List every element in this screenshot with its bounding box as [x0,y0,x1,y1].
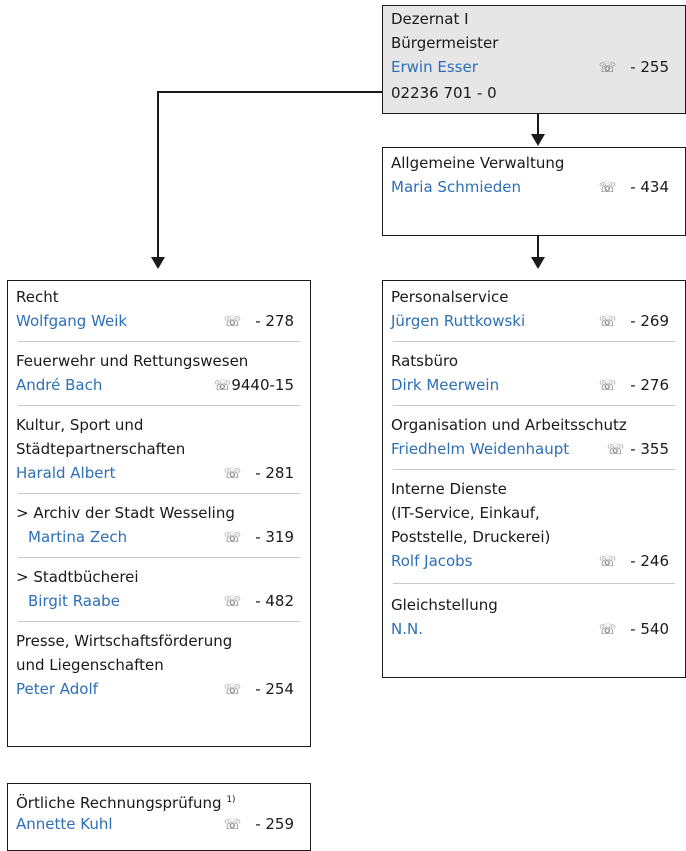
divider [393,405,675,406]
phone-extension: ☏ - 255 [598,58,669,76]
person-row: Rolf Jacobs ☏ - 246 [391,551,677,572]
divider [18,621,300,622]
phone-extension: ☏ - 319 [223,528,294,546]
connector-line [537,114,539,134]
unit-title: Poststelle, Druckerei) [391,528,551,546]
telephone-icon: ☏ [223,817,242,833]
telephone-icon: ☏ [223,314,242,330]
person-name: Harald Albert [16,464,116,482]
telephone-icon: ☏ [606,442,625,458]
unit-title: (IT-Service, Einkauf, [391,504,540,522]
person-row: Dirk Meerwein ☏ - 276 [391,375,677,396]
unit-title: Städtepartnerschaften [16,440,186,458]
phone-extension: ☏ - 259 [223,815,294,833]
left-units-box: Recht Wolfgang Weik ☏ - 278 Feuerwehr un… [7,280,311,747]
telephone-icon: ☏ [598,60,617,76]
unit-title: Feuerwehr und Rettungswesen [16,352,249,370]
person-name: Annette Kuhl [16,815,113,833]
telephone-icon: ☏ [223,594,242,610]
person-name: Wolfgang Weik [16,312,128,330]
telephone-icon: ☏ [223,466,242,482]
unit-title: Personalservice [391,288,509,306]
unit-title: Allgemeine Verwaltung [391,154,565,172]
telephone-icon: ☏ [598,314,617,330]
dezernat-title: Dezernat I [391,10,469,28]
allgemeine-verwaltung-box: Allgemeine Verwaltung Maria Schmieden ☏ … [382,147,686,236]
telephone-icon: ☏ [213,378,232,394]
dezernat-box: Dezernat I Bürgermeister Erwin Esser ☏ -… [382,5,686,114]
person-row: Martina Zech ☏ - 319 [16,527,302,548]
person-row: Maria Schmieden ☏ - 434 [391,177,677,198]
connector-line [537,236,539,257]
telephone-icon: ☏ [598,378,617,394]
phone-extension: ☏9440-15 [213,376,294,394]
telephone-icon: ☏ [598,622,617,638]
connector-line [157,91,159,257]
person-row: Wolfgang Weik ☏ - 278 [16,311,302,332]
unit-title: Gleichstellung [391,596,498,614]
divider [18,493,300,494]
unit-title: > Archiv der Stadt Wesseling [16,504,235,522]
connector-line [157,91,382,93]
phone-extension: ☏ - 246 [598,552,669,570]
unit-title: Interne Dienste [391,480,507,498]
footnote-marker: 1) [226,795,236,805]
unit-title: Kultur, Sport und [16,416,144,434]
phone-extension: ☏ - 281 [223,464,294,482]
unit-title: Ratsbüro [391,352,459,370]
phone-extension: ☏ - 276 [598,376,669,394]
person-name: Peter Adolf [16,680,98,698]
divider [18,557,300,558]
telephone-icon: ☏ [223,530,242,546]
dezernat-role: Bürgermeister [391,34,499,52]
person-name: Birgit Raabe [28,592,120,610]
phone-extension: ☏ - 254 [223,680,294,698]
person-row: N.N. ☏ - 540 [391,619,677,640]
person-name: Dirk Meerwein [391,376,500,394]
arrow-head [531,134,545,146]
person-name: N.N. [391,620,423,638]
telephone-icon: ☏ [223,682,242,698]
person-name: Maria Schmieden [391,178,521,196]
phone-extension: ☏ - 540 [598,620,669,638]
person-name: Jürgen Ruttkowski [391,312,526,330]
divider [393,341,675,342]
divider [393,469,675,470]
unit-title: Presse, Wirtschaftsförderung [16,632,233,650]
phone-extension: ☏ - 278 [223,312,294,330]
unit-title: Örtliche Rechnungsprüfung [16,794,222,812]
person-name: Erwin Esser [391,58,478,76]
phone-extension: ☏ - 355 [606,440,669,458]
telephone-icon: ☏ [598,180,617,196]
person-row: Birgit Raabe ☏ - 482 [16,591,302,612]
phone-extension: ☏ - 482 [223,592,294,610]
arrow-head [531,257,545,269]
person-row: Peter Adolf ☏ - 254 [16,679,302,700]
divider [18,341,300,342]
phone-extension: ☏ - 269 [598,312,669,330]
phone-extension: ☏ - 434 [598,178,669,196]
dezernat-person-row: Erwin Esser ☏ - 255 [391,57,677,78]
unit-title: und Liegenschaften [16,656,164,674]
pruefung-box: Örtliche Rechnungsprüfung 1) Annette Kuh… [7,783,311,851]
person-name: André Bach [16,376,103,394]
divider [393,583,675,584]
right-units-box: Personalservice Jürgen Ruttkowski ☏ - 26… [382,280,686,678]
person-row: André Bach ☏9440-15 [16,375,302,396]
person-name: Rolf Jacobs [391,552,473,570]
unit-title: Recht [16,288,59,306]
telephone-icon: ☏ [598,554,617,570]
person-name: Friedhelm Weidenhaupt [391,440,570,458]
person-name: Martina Zech [28,528,128,546]
unit-title-row: Örtliche Rechnungsprüfung 1) [16,790,302,812]
unit-title: Organisation und Arbeitsschutz [391,416,627,434]
unit-title: > Stadtbücherei [16,568,139,586]
person-row: Friedhelm Weidenhaupt ☏ - 355 [391,439,677,460]
person-row: Harald Albert ☏ - 281 [16,463,302,484]
main-number: 02236 701 - 0 [391,84,497,102]
divider [18,405,300,406]
person-row: Annette Kuhl ☏ - 259 [16,814,302,835]
person-row: Jürgen Ruttkowski ☏ - 269 [391,311,677,332]
arrow-head [151,257,165,269]
